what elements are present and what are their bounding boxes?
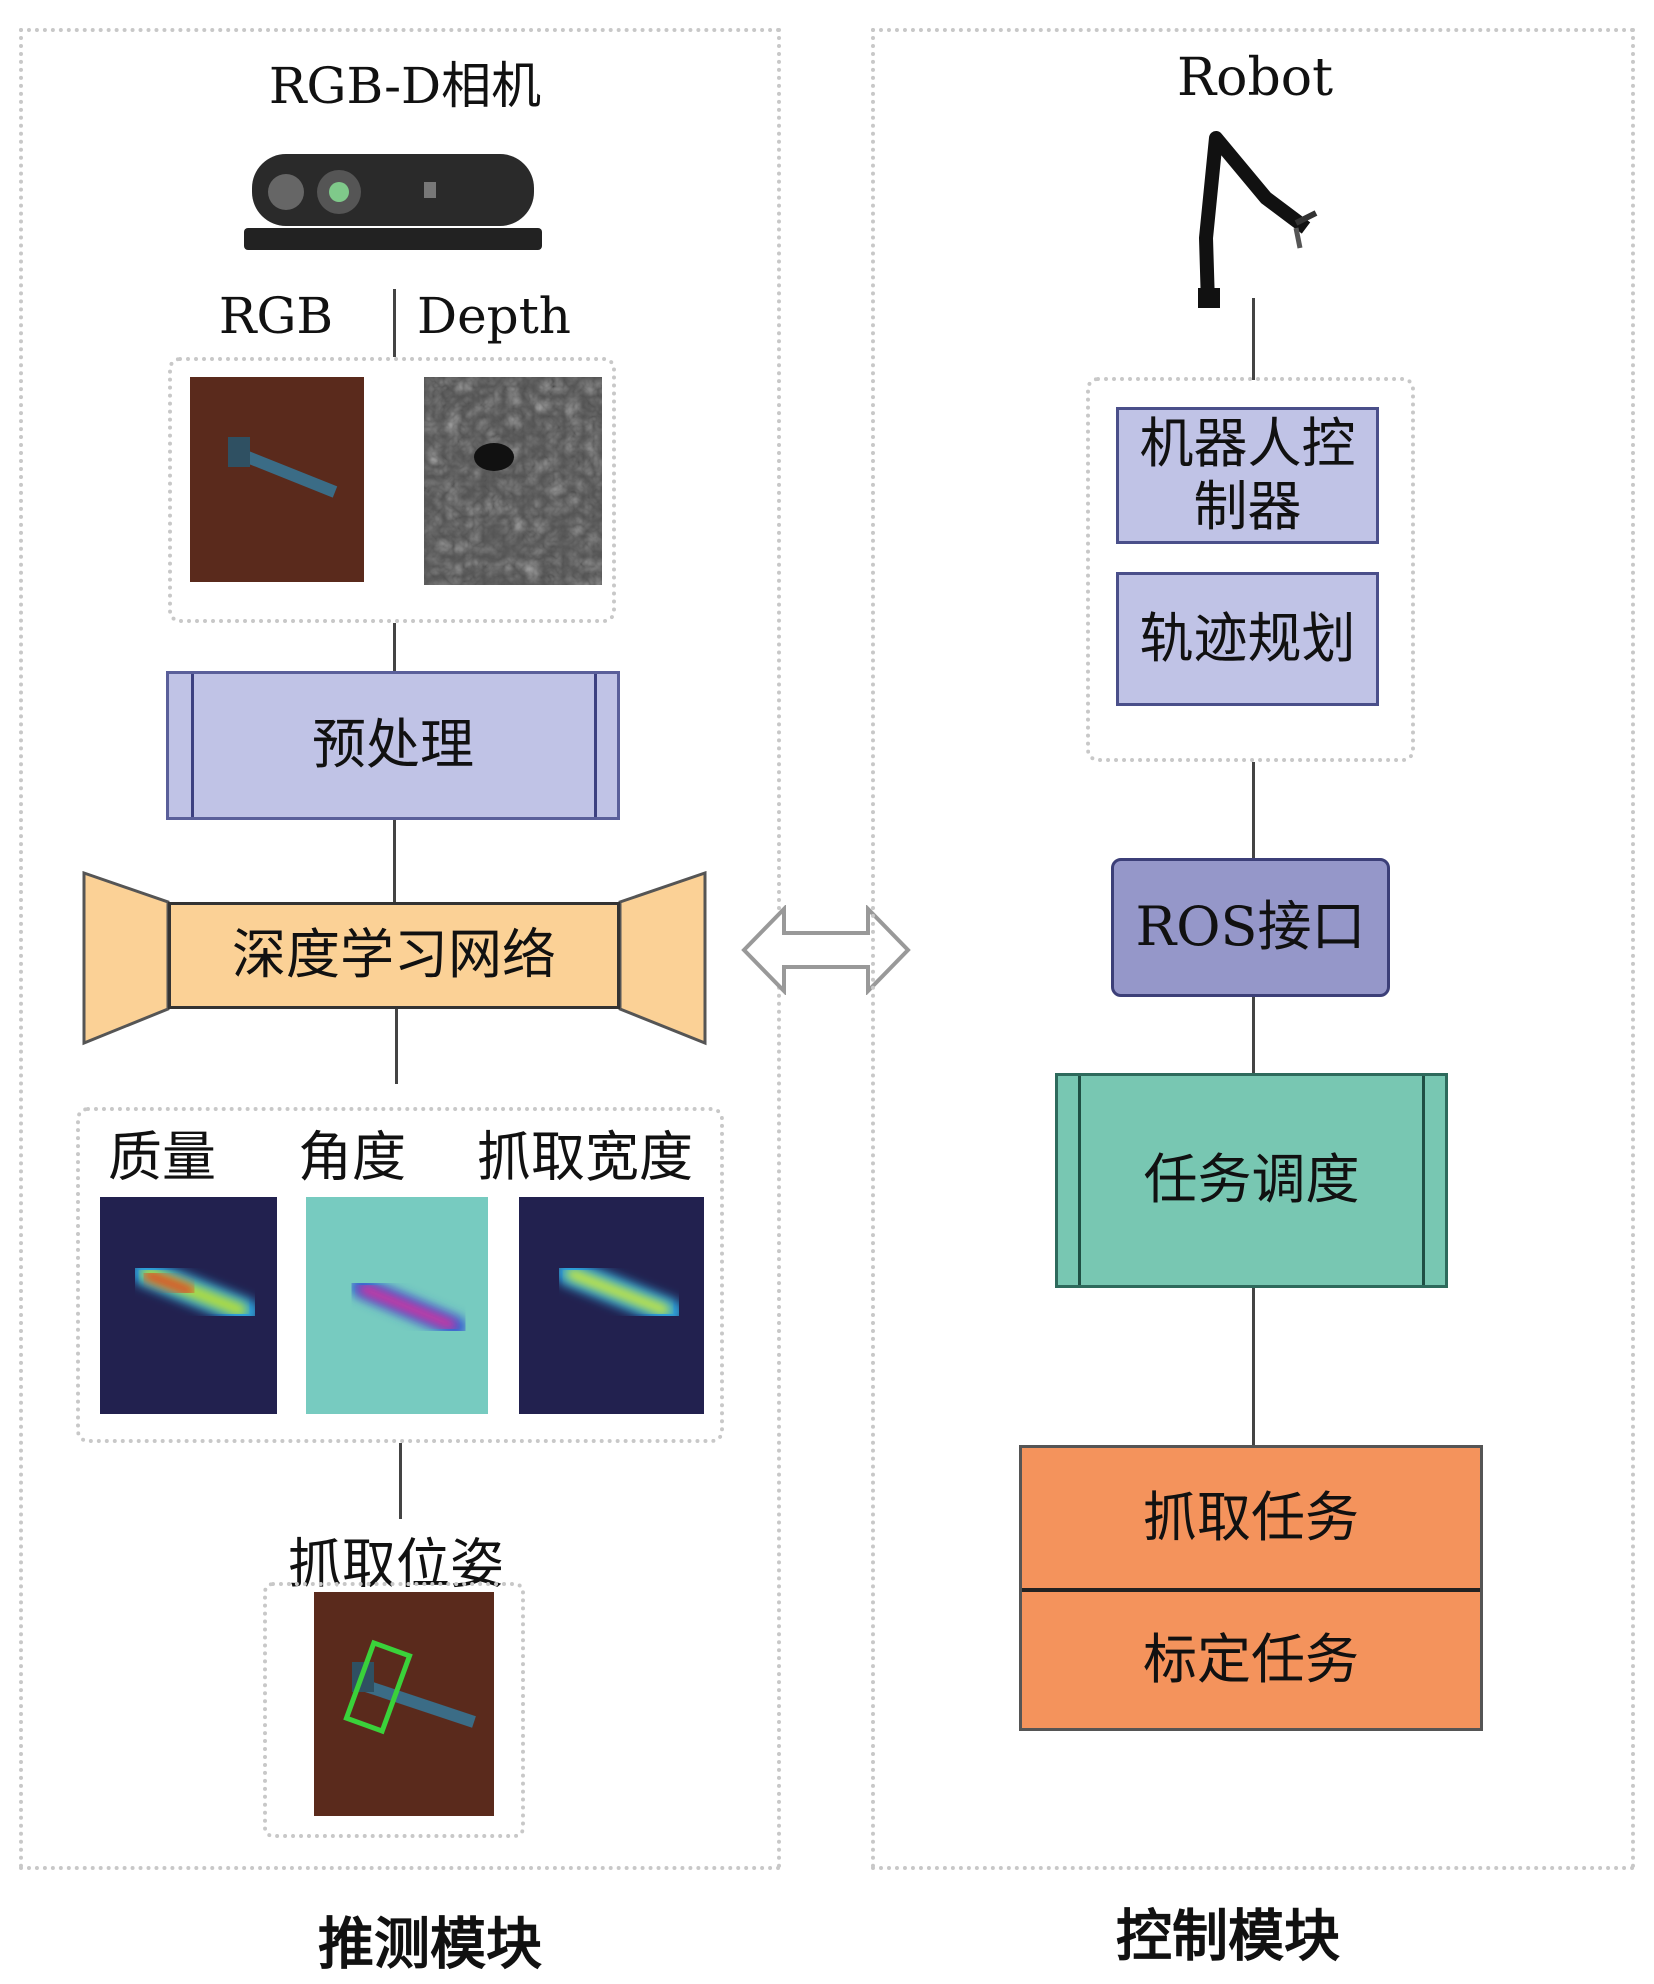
grasp-pose-group (263, 1582, 525, 1838)
depth-image (424, 377, 602, 585)
calibration-task-label: 标定任务 (1143, 1627, 1359, 1691)
network-decoder-trapezoid (618, 871, 707, 1046)
connector-line (393, 820, 396, 902)
angle-heatmap (306, 1197, 488, 1414)
robot-controller-block: 机器人控 制器 (1116, 407, 1379, 544)
quality-heatmap (100, 1197, 277, 1414)
camera-title: RGB-D相机 (268, 57, 542, 115)
network-label: 深度学习网络 (232, 923, 556, 987)
block-divider (594, 674, 597, 817)
tasks-block: 抓取任务 标定任务 (1019, 1445, 1483, 1731)
block-divider (1078, 1076, 1081, 1285)
rgb-label: RGB (218, 287, 334, 345)
preprocess-label: 预处理 (312, 713, 474, 777)
input-images-group (168, 357, 616, 623)
width-heatmap (519, 1197, 704, 1414)
inference-module-label: 推测模块 (318, 1911, 542, 1978)
connector-line (393, 623, 396, 671)
robot-label: Robot (1177, 48, 1333, 108)
grasp-task: 抓取任务 (1022, 1448, 1480, 1588)
block-divider (191, 674, 194, 817)
bidirectional-arrow-icon (741, 905, 911, 995)
task-scheduler-block: 任务调度 (1055, 1073, 1448, 1288)
control-module-panel (871, 28, 1635, 1870)
connector-line (1252, 298, 1255, 380)
connector-line (1252, 1288, 1255, 1445)
robot-arm-icon (1198, 131, 1318, 308)
connector-line (1252, 997, 1255, 1073)
preprocess-block: 预处理 (166, 671, 620, 820)
connector-line (399, 1443, 402, 1519)
control-module-label: 控制模块 (1116, 1903, 1340, 1970)
quality-label: 质量 (108, 1125, 216, 1189)
rgb-image (190, 377, 364, 582)
ros-interface-block: ROS接口 (1111, 858, 1390, 997)
controller-label-line2: 制器 (1193, 474, 1302, 538)
connector-line (1252, 762, 1255, 858)
ros-label: ROS接口 (1135, 895, 1366, 959)
controller-label-line1: 机器人控 (1139, 412, 1356, 476)
block-divider (1422, 1076, 1425, 1285)
rgbd-camera-icon (244, 154, 542, 250)
output-maps-group (76, 1107, 724, 1443)
width-label: 抓取宽度 (477, 1125, 693, 1189)
depth-label: Depth (417, 287, 571, 345)
connector-line (395, 1009, 398, 1084)
deep-learning-network-block: 深度学习网络 (168, 902, 620, 1009)
angle-label: 角度 (298, 1125, 406, 1189)
trajectory-planning-block: 轨迹规划 (1116, 572, 1379, 706)
calibration-task: 标定任务 (1022, 1592, 1480, 1728)
scheduler-label: 任务调度 (1143, 1148, 1360, 1212)
robot-control-group (1086, 377, 1415, 762)
network-encoder-trapezoid (82, 871, 170, 1046)
grasp-pose-image (314, 1592, 494, 1816)
grasp-task-label: 抓取任务 (1143, 1485, 1359, 1549)
task-divider (1022, 1588, 1480, 1592)
trajectory-label: 轨迹规划 (1139, 606, 1356, 670)
connector-line (393, 289, 396, 357)
